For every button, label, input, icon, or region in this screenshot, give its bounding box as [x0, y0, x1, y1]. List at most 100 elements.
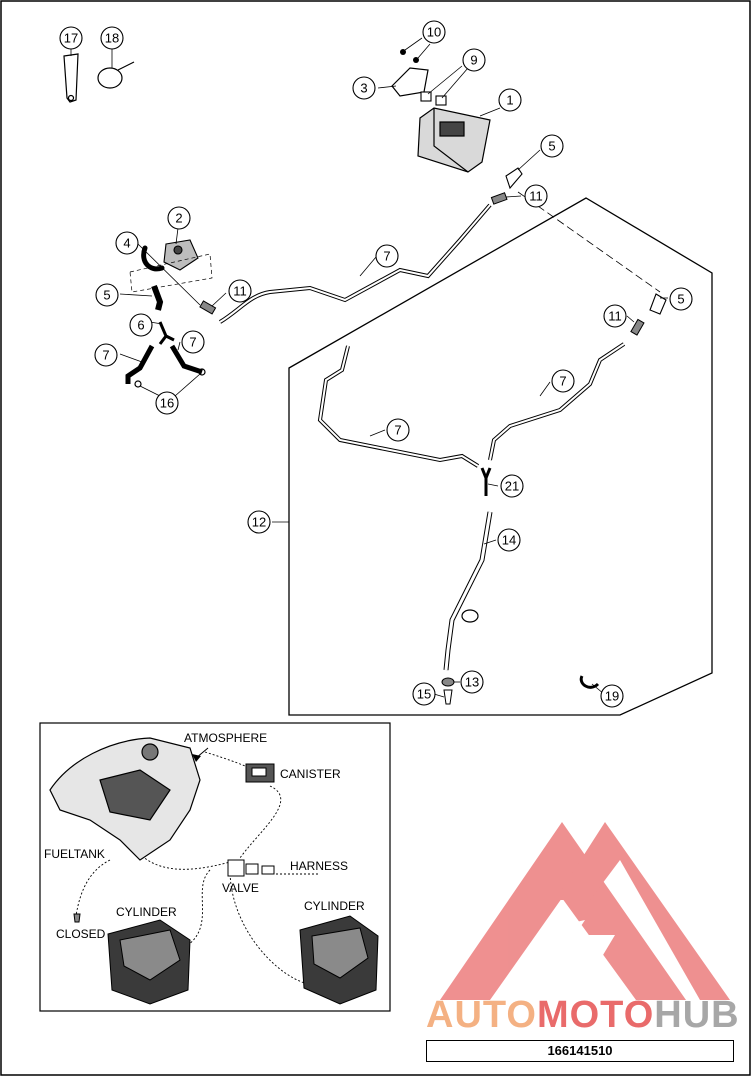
watermark-part-1: AUTO [426, 994, 537, 1036]
callout-number: 18 [105, 31, 119, 46]
callout-number: 5 [677, 292, 684, 307]
callout-2: 2 [167, 206, 191, 230]
callout-7: 7 [386, 418, 410, 442]
callout-number: 13 [465, 675, 479, 690]
hose-adapter-part-5 [505, 167, 523, 190]
callout-number: 14 [502, 533, 516, 548]
hose-part-7-left-a [125, 344, 155, 384]
callout-number: 7 [189, 335, 196, 350]
callout-13: 13 [460, 670, 484, 694]
valve-part-2 [163, 239, 199, 271]
screw-part-10 [400, 49, 419, 63]
schematic-valve [227, 859, 275, 877]
callout-number: 7 [383, 249, 390, 264]
schematic-labels: ATMOSPHERE CANISTER FUELTANK HARNESS VAL… [44, 731, 365, 941]
label-cylinder-left: CYLINDER [116, 905, 177, 919]
callout-19: 19 [600, 684, 624, 708]
leader-lines [70, 37, 668, 698]
connector-part-11 [490, 192, 508, 205]
callout-number: 3 [360, 81, 367, 96]
schematic-canister [245, 763, 275, 783]
hose-part-7-left-b [169, 344, 203, 375]
callout-number: 10 [427, 25, 441, 40]
callout-number: 5 [103, 288, 110, 303]
dashed-link [517, 191, 661, 293]
callout-number: 17 [64, 31, 78, 46]
group-12-outline [288, 197, 713, 716]
watermark-text: AUTOMOTOHUB [426, 994, 740, 1037]
callout-number: 1 [506, 93, 513, 108]
watermark-logo [440, 822, 730, 1000]
cable-tie-part-18 [97, 61, 135, 89]
callout-3: 3 [352, 76, 376, 100]
callout-14: 14 [497, 528, 521, 552]
callout-number: 11 [529, 189, 543, 204]
callout-number: 16 [160, 396, 174, 411]
label-canister: CANISTER [280, 767, 341, 781]
canister-part-1 [417, 107, 491, 173]
callout-11: 11 [524, 184, 548, 208]
callout-9: 9 [462, 48, 486, 72]
callout-7: 7 [375, 244, 399, 268]
clamp-part-16 [134, 368, 206, 388]
callout-7: 7 [181, 330, 205, 354]
callout-number: 15 [417, 687, 431, 702]
cylinder-right-drawing [299, 915, 379, 1005]
callout-6: 6 [129, 313, 153, 337]
callout-18: 18 [100, 26, 124, 50]
connector-part-11-right [630, 318, 645, 336]
callout-7: 7 [94, 343, 118, 367]
callout-4: 4 [115, 231, 139, 255]
callout-16: 16 [155, 391, 179, 415]
dashed-link-left [129, 253, 213, 293]
hose-part-5-left [151, 284, 164, 311]
t-piece-part-6 [158, 321, 175, 345]
watermark-part-2: MOTO [536, 994, 655, 1036]
callout-5: 5 [95, 283, 119, 307]
hose-part-7-main [218, 203, 492, 324]
callout-number: 12 [252, 515, 266, 530]
y-piece-part-21 [480, 467, 492, 496]
schematic-box [39, 722, 391, 1012]
callout-11: 11 [228, 279, 252, 303]
callout-11: 11 [603, 304, 627, 328]
watermark-part-3: HUB [654, 994, 740, 1036]
plug-part-15 [443, 689, 453, 705]
cylinder-left-drawing [107, 919, 191, 1005]
callout-5: 5 [540, 134, 564, 158]
atmosphere-arrowhead [192, 754, 201, 762]
callout-number: 19 [605, 689, 619, 704]
hose-part-7-group-right [488, 342, 626, 461]
callout-21: 21 [500, 474, 524, 498]
callout-12: 12 [247, 510, 271, 534]
callout-number: 7 [394, 423, 401, 438]
hose-clamp-on-14 [461, 609, 479, 623]
callout-number: 6 [137, 318, 144, 333]
callout-15: 15 [412, 682, 436, 706]
holder-part-17 [63, 53, 79, 103]
elbow-part-4 [141, 245, 165, 272]
washer-part-13 [441, 677, 455, 687]
callout-number: 7 [559, 374, 566, 389]
schematic-closed-plug [73, 913, 81, 923]
label-valve: VALVE [222, 881, 259, 895]
callout-number: 11 [233, 284, 247, 299]
connector-part-11-left [199, 300, 217, 315]
label-harness: HARNESS [290, 859, 348, 873]
label-closed: CLOSED [56, 927, 106, 941]
clip-part-9 [420, 91, 447, 106]
callout-number: 11 [608, 309, 622, 324]
callout-5: 5 [669, 287, 693, 311]
callout-1: 1 [498, 88, 522, 112]
part-number-box: 166141510 [426, 1040, 734, 1062]
label-cylinder-right: CYLINDER [304, 899, 365, 913]
callout-17: 17 [59, 26, 83, 50]
callout-10: 10 [422, 20, 446, 44]
callout-7: 7 [551, 369, 575, 393]
callout-number: 21 [505, 479, 519, 494]
callout-number: 5 [548, 139, 555, 154]
